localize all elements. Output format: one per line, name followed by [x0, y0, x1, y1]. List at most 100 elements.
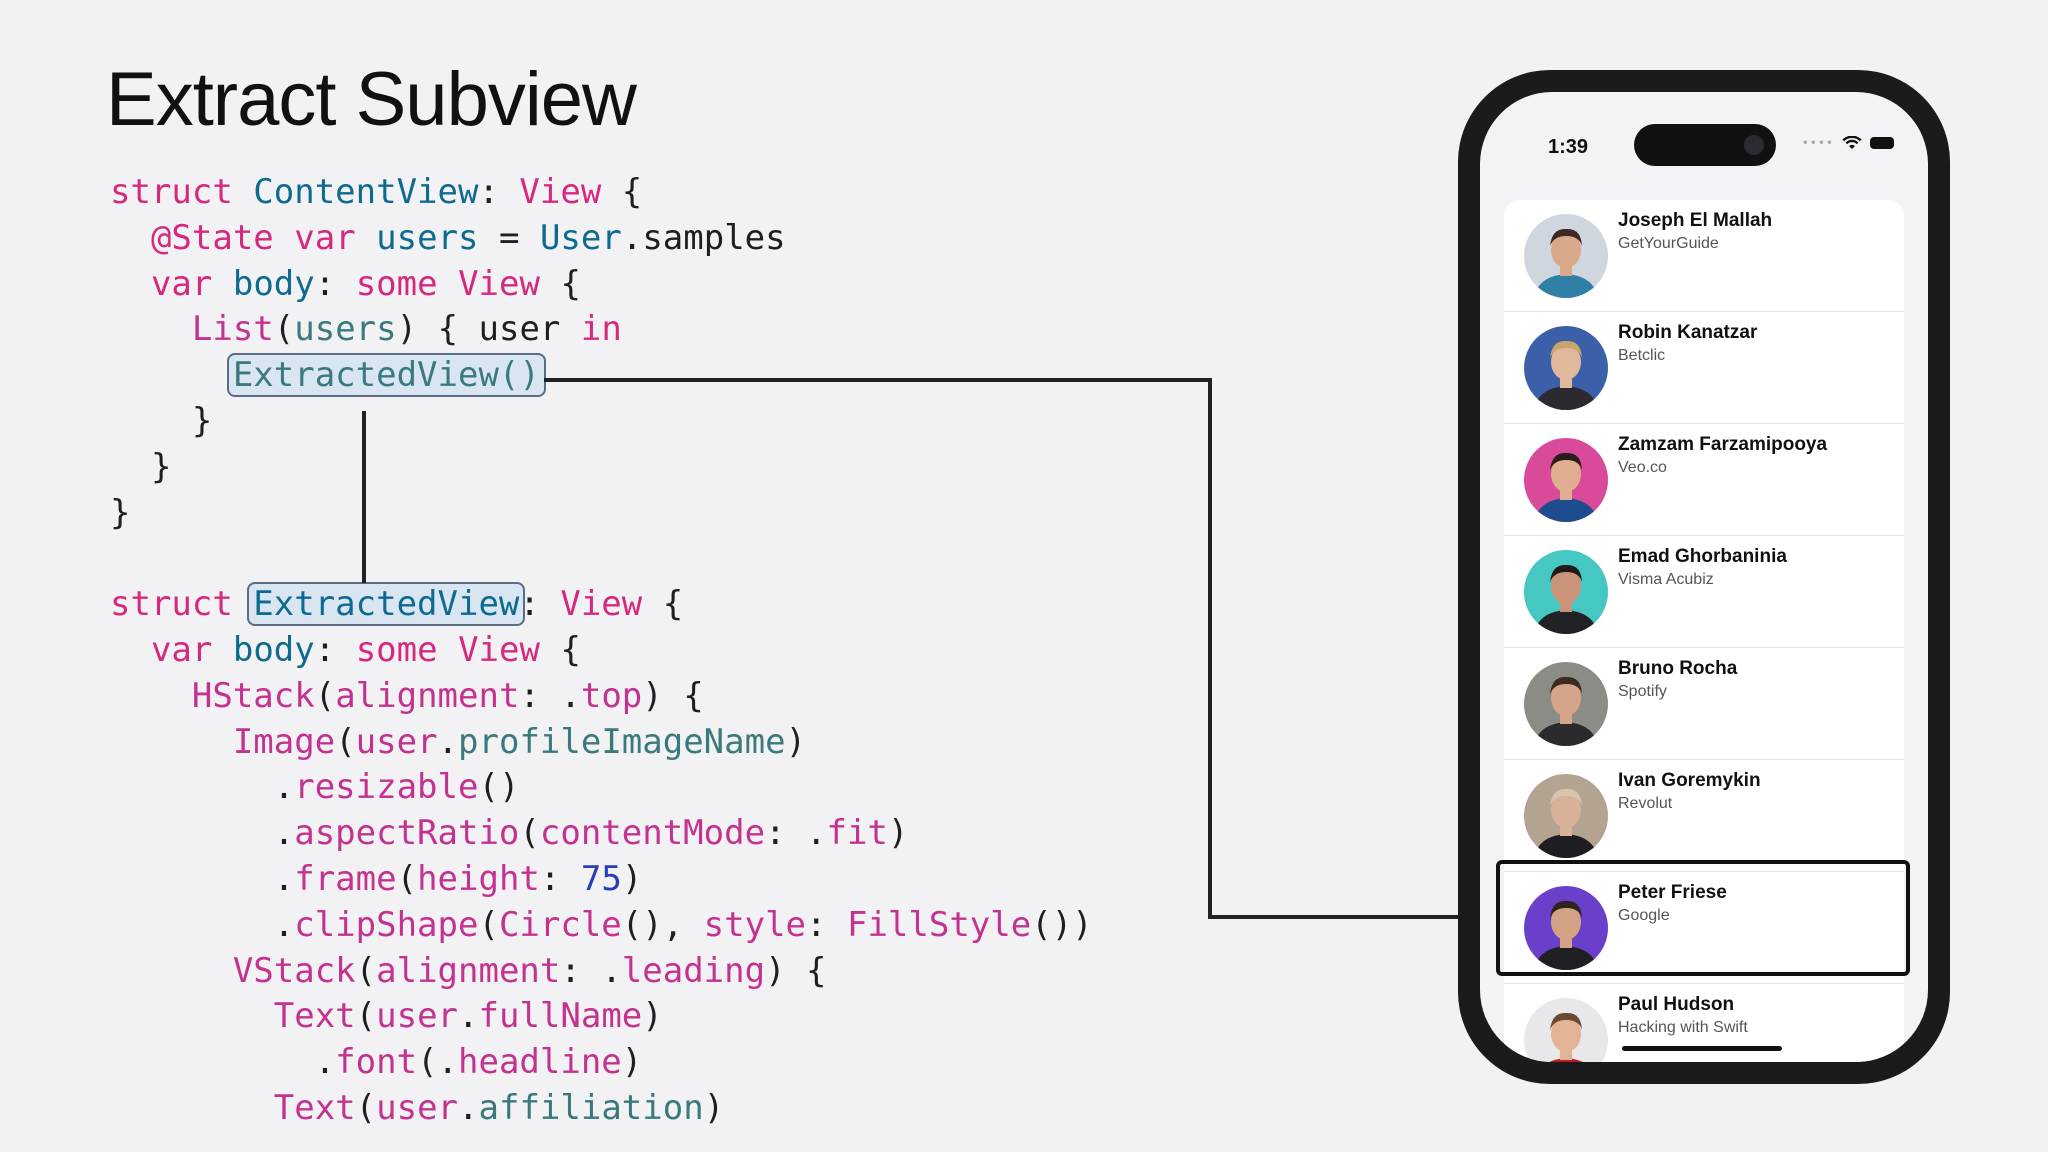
slide-title: Extract Subview — [106, 57, 637, 142]
code-token: . — [110, 767, 295, 808]
user-affiliation: Hacking with Swift — [1618, 1019, 1748, 1036]
code-token: some — [355, 263, 438, 304]
code-token — [110, 309, 192, 349]
home-indicator[interactable] — [1622, 1046, 1782, 1051]
code-token: ( — [335, 721, 356, 762]
code-token: user — [355, 721, 438, 762]
avatar — [1524, 438, 1608, 522]
user-name: Joseph El Mallah — [1618, 210, 1773, 231]
code-token: . — [110, 858, 295, 899]
code-token: . — [437, 721, 459, 762]
code-token: } — [110, 400, 213, 441]
code-token — [438, 264, 458, 304]
code-token: () — [478, 767, 520, 808]
code-token: headline — [458, 1042, 622, 1083]
avatar — [1524, 998, 1608, 1062]
code-token: VStack — [232, 950, 356, 991]
highlighted-code-token: ExtractedView() — [226, 353, 546, 398]
avatar — [1524, 214, 1608, 298]
user-name: Zamzam Farzamipooya — [1618, 434, 1828, 455]
code-line: var body: some View { — [110, 262, 1093, 308]
code-token: { — [539, 263, 581, 304]
code-token — [356, 218, 376, 258]
code-token: height — [417, 858, 540, 899]
code-token: resizable — [294, 767, 479, 808]
code-token: { — [642, 584, 684, 625]
code-token: = — [478, 217, 540, 258]
connector-horizontal-top — [544, 378, 1212, 382]
code-token: some — [355, 629, 438, 670]
code-token: var — [150, 263, 213, 304]
code-token: ( — [355, 1087, 377, 1128]
code-token: style — [703, 904, 807, 945]
avatar — [1524, 550, 1608, 634]
code-token: ) { user — [396, 309, 581, 350]
code-token — [110, 355, 233, 395]
code-token: struct — [110, 584, 254, 625]
code-token: user — [376, 1087, 459, 1128]
code-token: List — [191, 309, 274, 350]
user-name: Paul Hudson — [1618, 994, 1735, 1015]
code-line: struct ExtractedView: View { — [110, 582, 1093, 628]
code-token: profileImageName — [458, 721, 786, 762]
code-token: Circle — [498, 904, 622, 945]
code-line: .clipShape(Circle(), style: FillStyle()) — [110, 903, 1093, 949]
user-name: Emad Ghorbaninia — [1618, 546, 1787, 567]
code-line: List(users) { user in — [110, 307, 1093, 353]
code-token: ()) — [1031, 904, 1093, 945]
code-token: ( — [519, 813, 540, 854]
code-token — [110, 722, 233, 762]
code-line: ExtractedView() — [110, 353, 1093, 399]
user-affiliation: Revolut — [1618, 795, 1673, 812]
code-line: @State var users = User.samples — [110, 216, 1093, 262]
code-token: ) { — [765, 950, 827, 991]
code-token: contentMode — [539, 813, 766, 854]
code-token — [110, 630, 151, 670]
code-token: aspectRatio — [294, 813, 520, 854]
code-line: struct ContentView: View { — [110, 170, 1093, 216]
connector-vertical — [362, 411, 366, 583]
code-token: View — [458, 629, 540, 670]
code-token — [110, 996, 274, 1036]
code-token — [110, 218, 151, 258]
code-token — [110, 676, 192, 716]
code-token: @State — [150, 217, 274, 258]
user-affiliation: Google — [1618, 907, 1670, 924]
code-line: .font(.headline) — [110, 1040, 1093, 1086]
code-token: FillStyle — [846, 904, 1032, 945]
code-token: ( — [273, 309, 295, 350]
code-token: ( — [396, 858, 418, 899]
code-line: Text(user.fullName) — [110, 994, 1093, 1040]
code-token: (. — [417, 1042, 459, 1083]
code-token: Text — [273, 996, 356, 1037]
code-token: ) — [887, 813, 909, 854]
avatar — [1524, 774, 1608, 858]
code-token: : — [539, 858, 581, 899]
code-token: } — [110, 446, 172, 487]
code-token: ) — [785, 721, 807, 762]
user-affiliation: Visma Acubiz — [1618, 571, 1714, 588]
code-token: alignment — [335, 675, 520, 716]
code-line: } — [110, 399, 1093, 445]
user-name: Robin Kanatzar — [1618, 322, 1758, 343]
code-line: HStack(alignment: .top) { — [110, 674, 1093, 720]
code-token: ( — [478, 904, 499, 945]
code-token — [438, 630, 458, 670]
code-token: 75 — [580, 858, 622, 899]
avatar — [1524, 886, 1608, 970]
connector-vertical-right — [1208, 378, 1212, 919]
code-token: var — [294, 217, 356, 258]
code-token: ) — [621, 1042, 643, 1083]
code-token: body — [232, 263, 315, 304]
code-token: : — [314, 263, 356, 304]
